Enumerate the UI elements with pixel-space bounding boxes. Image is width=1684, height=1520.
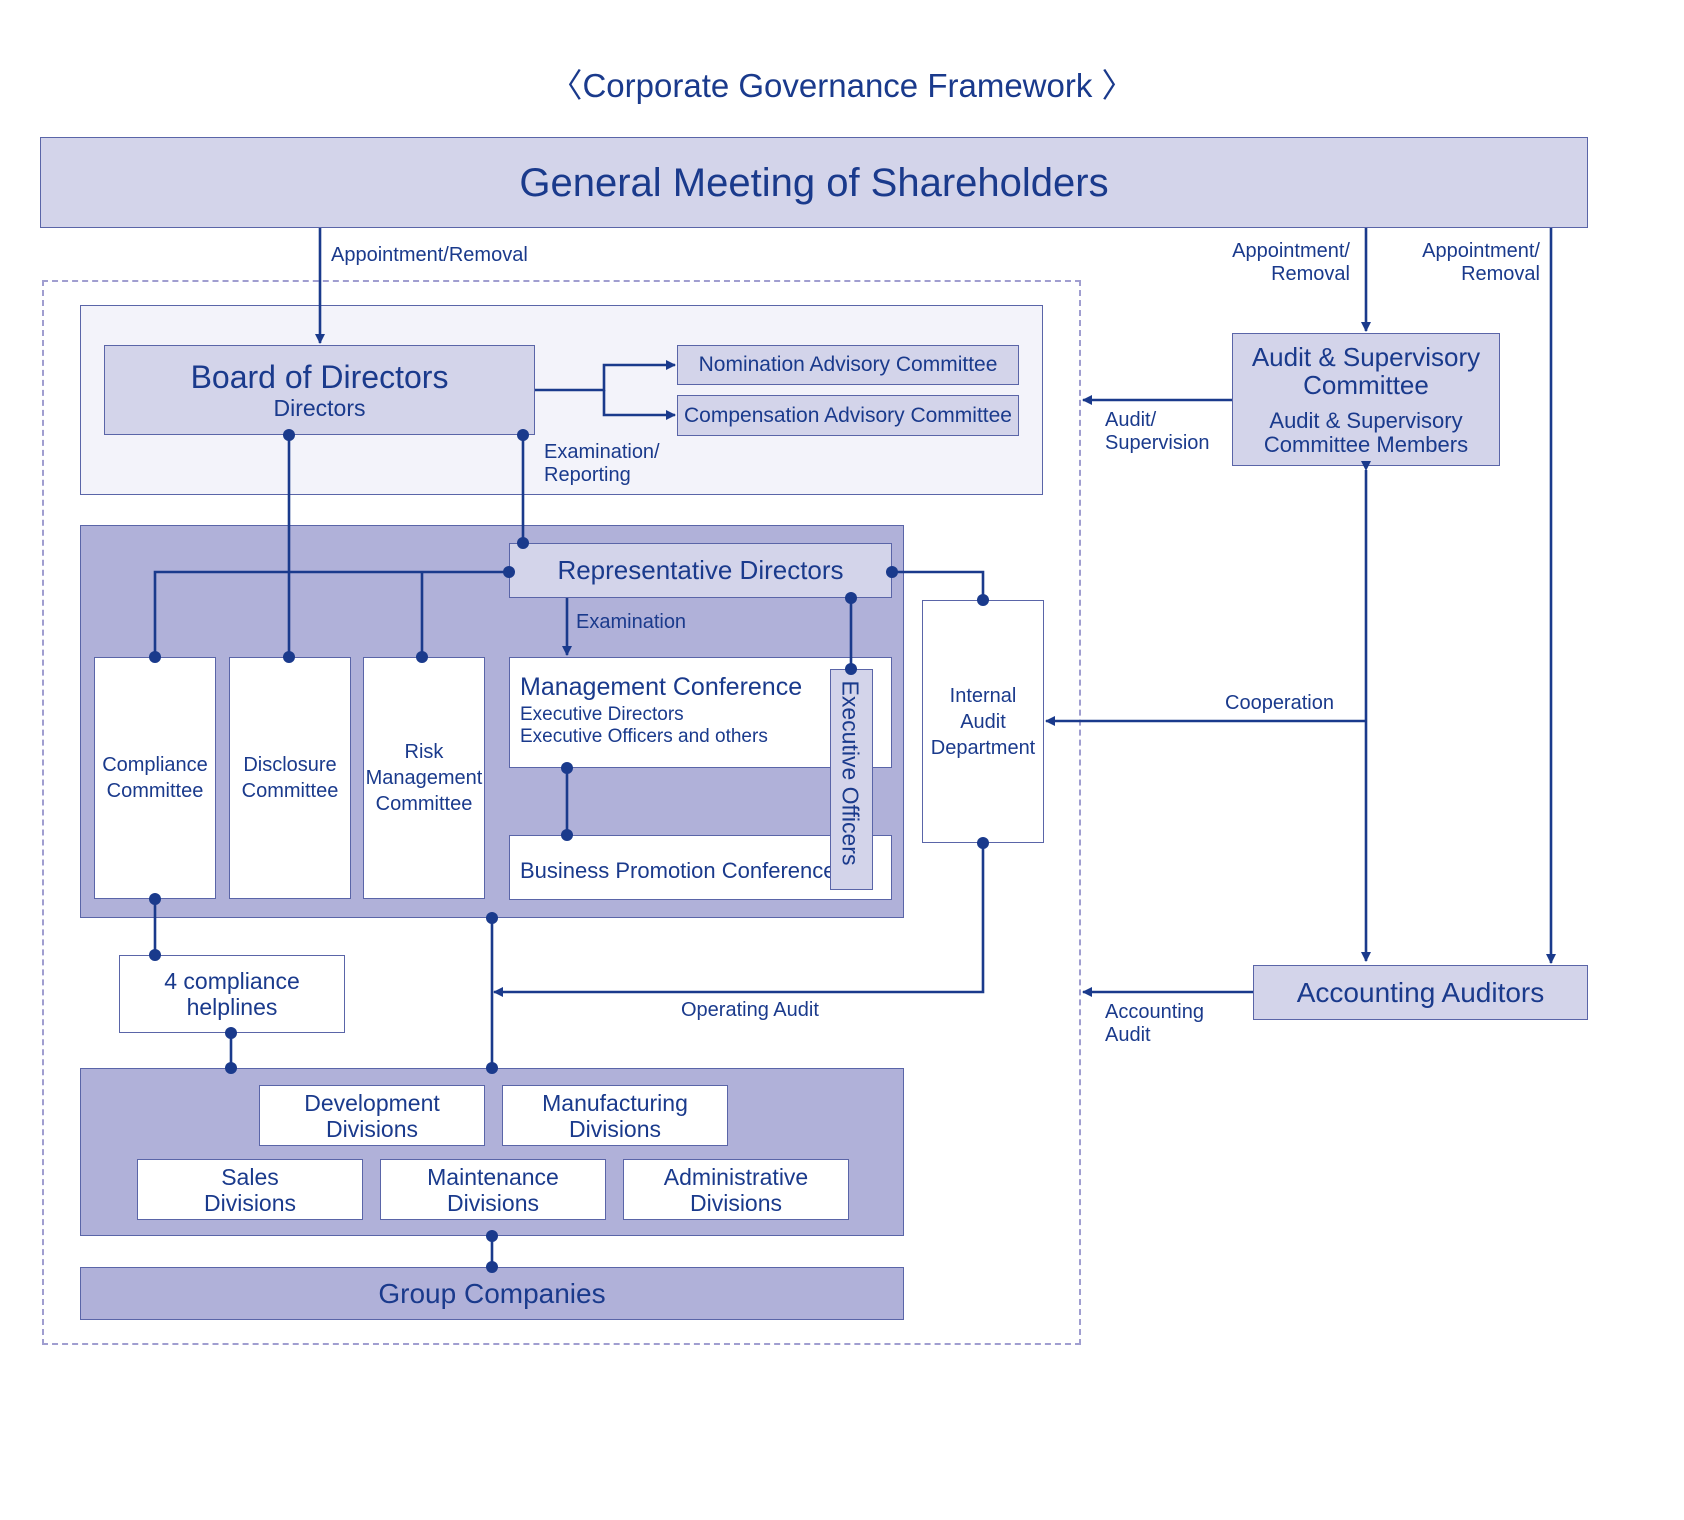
accounting-auditors-box: Accounting Auditors	[1253, 965, 1588, 1020]
audit-supervisory-committee-box: Audit & Supervisory Committee Audit & Su…	[1232, 333, 1500, 466]
compliance-label: Compliance Committee	[102, 754, 208, 802]
compensation-label: Compensation Advisory Committee	[684, 403, 1012, 427]
management-conference-line2: Executive Officers and others	[520, 726, 768, 747]
compliance-helplines-box: 4 compliance helplines	[119, 955, 345, 1033]
line-rep-to-committees	[153, 570, 509, 657]
dot-board-disclosure	[283, 429, 295, 441]
label-appointment-removal-accounting: Appointment/ Removal	[1422, 240, 1540, 285]
dot-management-bottom	[561, 762, 573, 774]
dot-exec-officers-top	[845, 663, 857, 675]
executive-officers-strip	[830, 669, 873, 890]
dot-helplines-top	[149, 949, 161, 961]
compensation-committee-box: Compensation Advisory Committee	[677, 395, 1019, 436]
development-label: Development Divisions	[304, 1089, 440, 1142]
board-subtitle: Directors	[273, 394, 366, 421]
label-accounting-audit: Accounting Audit	[1105, 1001, 1204, 1046]
line-board-to-compensation	[602, 390, 676, 420]
nomination-committee-box: Nomination Advisory Committee	[677, 345, 1019, 385]
line-rep-to-internal-audit	[892, 570, 985, 600]
nomination-label: Nomination Advisory Committee	[698, 353, 998, 376]
line-board-to-nomination	[535, 360, 676, 392]
dot-rep-bottom	[845, 592, 857, 604]
label-appointment-removal: Appointment/Removal	[331, 244, 528, 266]
management-conference-line1: Executive Directors	[520, 704, 684, 725]
dot-business-top	[561, 829, 573, 841]
sales-label: Sales Divisions	[203, 1163, 297, 1216]
dot-compliance-bottom	[149, 893, 161, 905]
rep-directors-label: Representative Directors	[557, 555, 844, 585]
label-examination: Examination	[576, 611, 687, 633]
internal-audit-label: Internal Audit Department	[930, 684, 1036, 759]
audit-committee-members: Audit & Supervisory Committee Members	[1263, 407, 1469, 457]
administrative-label: Administrative Divisions	[663, 1163, 809, 1216]
board-title: Board of Directors	[190, 358, 449, 395]
dot-risk-top	[416, 651, 428, 663]
group-companies-box: Group Companies	[80, 1267, 904, 1320]
internal-audit-department-box: Internal Audit Department	[922, 600, 1044, 843]
administrative-divisions-box: Administrative Divisions	[623, 1159, 849, 1220]
label-audit-supervision: Audit/ Supervision	[1105, 409, 1210, 454]
maintenance-label: Maintenance Divisions	[427, 1163, 559, 1216]
label-examination-reporting: Examination/ Reporting	[544, 441, 660, 486]
dot-disclosure-top	[283, 651, 295, 663]
dot-compliance-top	[149, 651, 161, 663]
dot-divisions-bottom	[486, 1230, 498, 1242]
manufacturing-divisions-box: Manufacturing Divisions	[502, 1085, 728, 1146]
accounting-auditors-label: Accounting Auditors	[1296, 976, 1545, 1008]
development-divisions-box: Development Divisions	[259, 1085, 485, 1146]
compliance-committee-box: Compliance Committee	[94, 657, 216, 899]
risk-label: Risk Management Committee	[365, 741, 483, 815]
sales-divisions-box: Sales Divisions	[137, 1159, 363, 1220]
business-promotion-conference-box: Business Promotion Conference	[509, 835, 892, 900]
dot-executive-bottom	[486, 912, 498, 924]
maintenance-divisions-box: Maintenance Divisions	[380, 1159, 606, 1220]
dot-rep-right	[886, 566, 898, 578]
board-of-directors-box: Board of Directors Directors	[104, 345, 535, 435]
arrow-operating-audit	[493, 843, 985, 997]
label-cooperation: Cooperation	[1225, 692, 1334, 714]
dot-rep-left	[503, 566, 515, 578]
label-operating-audit: Operating Audit	[681, 999, 819, 1021]
label-appointment-removal-audit: Appointment/ Removal	[1232, 240, 1350, 285]
management-conference-title: Management Conference	[520, 673, 803, 701]
management-conference-box: Management Conference Executive Director…	[509, 657, 892, 768]
audit-committee-title: Audit & Supervisory Committee	[1251, 341, 1481, 400]
dot-rep-top	[517, 537, 529, 549]
group-companies-label: Group Companies	[378, 1277, 606, 1309]
shareholders-label: General Meeting of Shareholders	[519, 160, 1109, 205]
manufacturing-label: Manufacturing Divisions	[542, 1089, 688, 1142]
company-frame	[42, 280, 1081, 1345]
dot-internal-audit-top	[977, 594, 989, 606]
risk-management-committee-box: Risk Management Committee	[363, 657, 485, 899]
dot-group-top	[486, 1261, 498, 1273]
dot-board-rep	[517, 429, 529, 441]
page-title: 〈Corporate Governance Framework 〉	[549, 67, 1135, 104]
dot-divisions-left	[225, 1062, 237, 1074]
representative-directors-box: Representative Directors	[509, 543, 892, 598]
dot-divisions-top	[486, 1062, 498, 1074]
business-promotion-label: Business Promotion Conference	[520, 858, 836, 883]
dot-internal-audit-bottom	[977, 837, 989, 849]
helplines-label: 4 compliance helplines	[164, 968, 300, 1020]
dot-helplines-bottom	[225, 1027, 237, 1039]
disclosure-committee-box: Disclosure Committee	[229, 657, 351, 899]
disclosure-label: Disclosure Committee	[241, 754, 339, 802]
shareholders-box: General Meeting of Shareholders	[40, 137, 1588, 228]
